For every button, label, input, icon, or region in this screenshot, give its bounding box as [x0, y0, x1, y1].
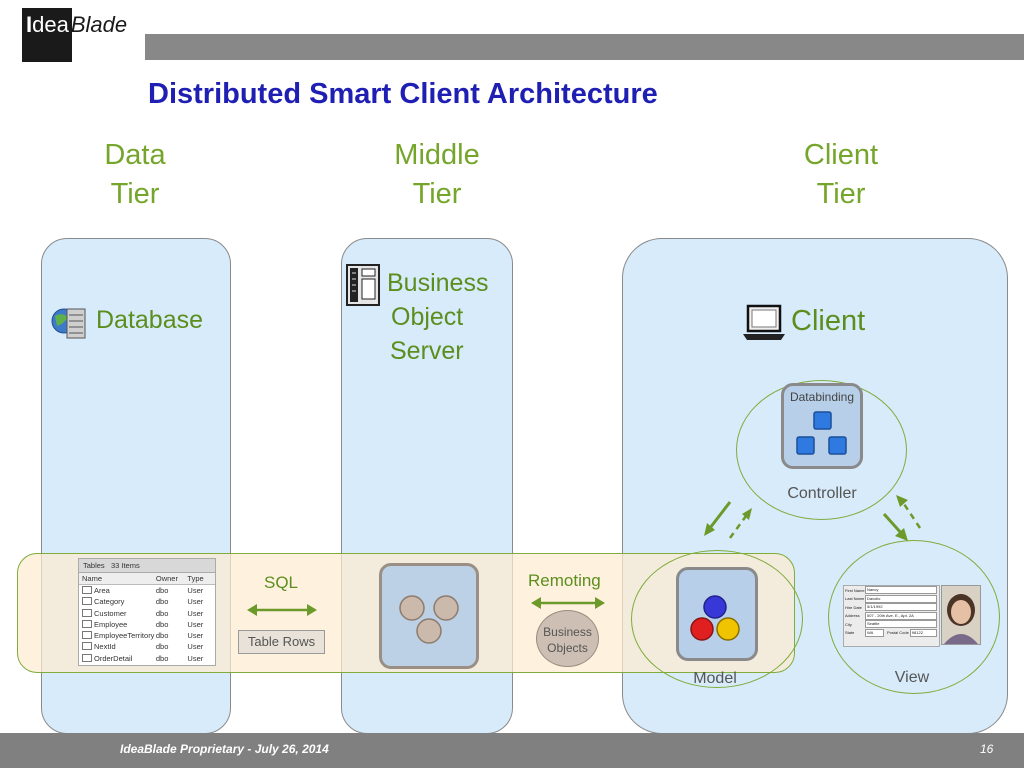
slide-title: Distributed Smart Client Architecture	[148, 78, 658, 110]
data-tier-label: Data Tier	[104, 139, 166, 210]
table-icon	[82, 631, 92, 640]
table-icon	[82, 619, 92, 628]
controller-label: Controller	[787, 485, 857, 502]
table-icon	[82, 608, 92, 617]
business-objects-bubble	[536, 610, 599, 667]
client-tier-label: Client Tier	[803, 139, 879, 210]
table-icon	[82, 642, 92, 651]
databinding-label: Databinding	[789, 390, 855, 404]
client-label: Client	[791, 305, 866, 337]
model-circles-icon	[690, 595, 740, 641]
controller-view-arrows-icon	[882, 495, 922, 541]
sql-double-arrow-icon	[247, 604, 317, 616]
ideablade-logo: IdeaBlade	[26, 12, 128, 37]
bos-label-line1: Business	[387, 269, 489, 297]
database-icon	[51, 308, 86, 339]
footer-text: IdeaBlade Proprietary - July 26, 2014	[120, 742, 329, 756]
view-circle	[828, 540, 1000, 694]
bos-label-line3: Server	[390, 337, 464, 365]
sql-label: SQL	[264, 573, 299, 592]
middle-tier-label: Middle Tier	[394, 139, 480, 210]
database-label: Database	[96, 306, 204, 334]
table-rows-box: Table Rows	[238, 630, 325, 654]
table-icon	[82, 653, 92, 662]
table-icon	[82, 586, 92, 594]
model-circle	[631, 550, 803, 688]
laptop-icon	[743, 304, 785, 340]
table-icon	[82, 597, 92, 606]
tables-header: Tables 33 Items	[79, 559, 215, 573]
tables-column-headers: Name Owner Type	[79, 573, 215, 585]
person-photo-icon	[944, 594, 978, 644]
model-box	[676, 567, 758, 661]
controller-model-arrows-icon	[704, 501, 752, 539]
databinding-squares-icon	[796, 411, 847, 455]
server-icon	[346, 264, 380, 306]
controller-circle	[736, 380, 907, 520]
view-label: View	[894, 669, 930, 686]
remoting-label: Remoting	[528, 571, 601, 590]
header-bar	[145, 34, 1024, 60]
remoting-double-arrow-icon	[531, 597, 605, 609]
page-number: 16	[980, 742, 994, 756]
business-objects-circles-icon	[399, 595, 459, 644]
business-objects-label: Business Objects	[543, 625, 592, 655]
footer-bar	[0, 733, 1024, 768]
business-object-server-box	[379, 563, 479, 669]
model-label: Model	[693, 670, 737, 687]
bos-label-line2: Object	[391, 303, 464, 331]
logo-box	[22, 8, 72, 62]
